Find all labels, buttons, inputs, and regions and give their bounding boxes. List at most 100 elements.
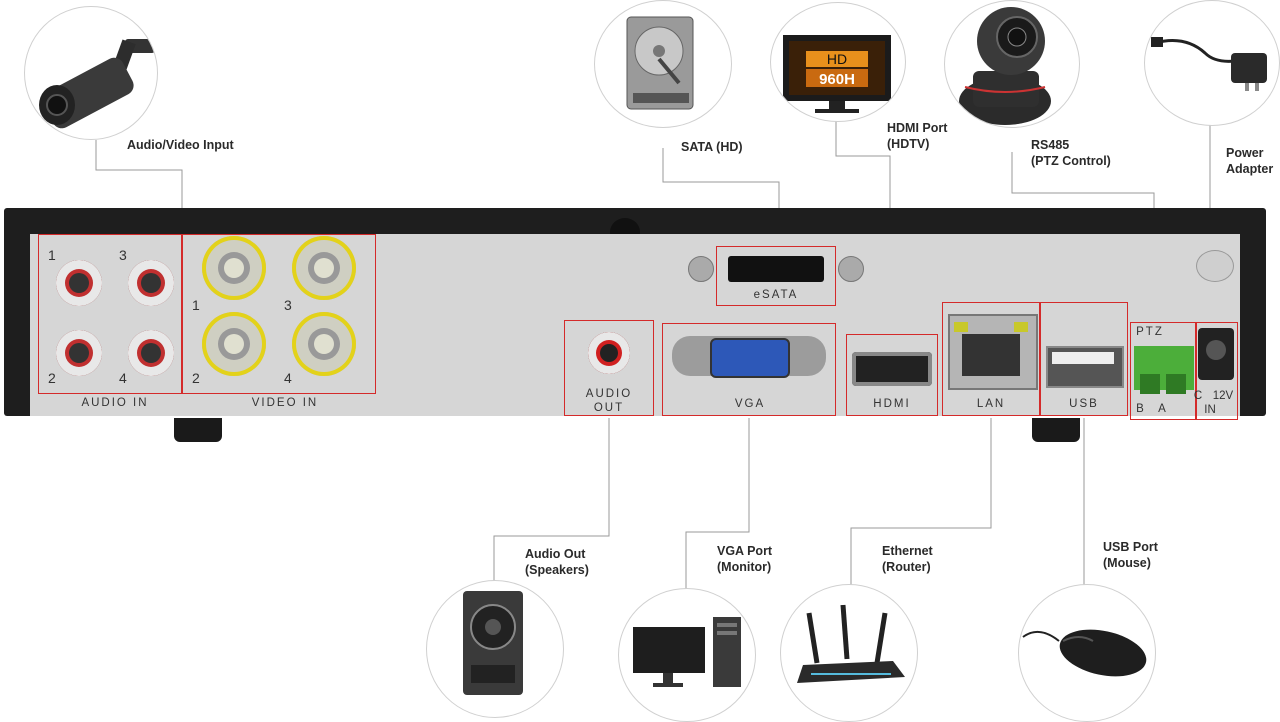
bnc-video-4 <box>292 312 356 376</box>
esata-screw-right <box>838 256 864 282</box>
vga-connector <box>710 338 790 378</box>
esata-port <box>728 256 824 282</box>
foot-right <box>1032 418 1080 442</box>
lan-label: LAN <box>976 398 1006 410</box>
dc-in-label: IN <box>1204 404 1216 416</box>
ptz-screw-b <box>1140 374 1160 394</box>
callout-ethernet-line1: Ethernet <box>882 544 933 558</box>
callout-sata: SATA (HD) <box>681 140 743 154</box>
hdtv-icon: HD 960H <box>783 35 891 113</box>
hdtv-circle: HD 960H <box>770 2 906 122</box>
video-ch-4: 4 <box>284 370 292 386</box>
camera-icon <box>39 39 155 129</box>
hdtv-text-hd: HD <box>827 51 847 67</box>
hdmi-label: HDMI <box>873 398 911 410</box>
power-adapter-circle <box>1144 0 1280 126</box>
dc-c-label: C <box>1193 390 1203 402</box>
esata-screw-left <box>688 256 714 282</box>
dc-in-box <box>1196 322 1238 420</box>
computer-monitor-icon <box>633 617 741 687</box>
audio-ch-4: 4 <box>119 370 127 386</box>
callout-hdmi-line2: (HDTV) <box>887 137 930 151</box>
callout-power-line2: Adapter <box>1226 162 1274 176</box>
callout-vga: VGA Port (Monitor) <box>717 543 772 575</box>
lan-led-left <box>954 322 968 332</box>
audio-ch-3: 3 <box>119 247 127 263</box>
bnc-video-2 <box>202 312 266 376</box>
callout-audio-out-line1: Audio Out <box>525 547 586 561</box>
speaker-icon <box>463 591 523 695</box>
lan-led-right <box>1014 322 1028 332</box>
callout-hdmi: HDMI Port (HDTV) <box>887 120 947 152</box>
rca-audio-4 <box>128 330 174 376</box>
callout-power: Power Adapter <box>1226 145 1273 177</box>
audio-out-label-1: AUDIO <box>585 388 633 400</box>
hdtv-text-960h: 960H <box>819 71 855 88</box>
dc-jack-pin <box>1206 340 1226 360</box>
esata-box <box>716 246 836 306</box>
vga-label: VGA <box>734 398 766 410</box>
callout-rs485: RS485 (PTZ Control) <box>1031 137 1111 169</box>
callout-usb: USB Port (Mouse) <box>1103 539 1158 571</box>
callout-rs485-line1: RS485 <box>1031 138 1070 152</box>
callout-rs485-line2: (PTZ Control) <box>1031 154 1111 168</box>
power-adapter-icon <box>1151 37 1267 91</box>
audio-out-label-2: OUT <box>593 402 625 414</box>
audio-ch-1: 1 <box>48 247 56 263</box>
callout-ethernet: Ethernet (Router) <box>882 543 933 575</box>
rca-audio-2 <box>56 330 102 376</box>
ptz-label: PTZ <box>1136 326 1164 338</box>
computer-circle <box>618 588 756 722</box>
ptz-screw-a <box>1166 374 1186 394</box>
ground-screw <box>1196 250 1234 282</box>
callout-usb-line2: (Mouse) <box>1103 556 1151 570</box>
router-icon <box>797 604 905 683</box>
speaker-circle <box>426 580 564 718</box>
hdmi-port <box>852 352 932 386</box>
foot-left <box>174 418 222 442</box>
audio-in-label: AUDIO IN <box>81 397 149 409</box>
callout-power-line1: Power <box>1226 146 1264 160</box>
mouse-icon <box>1022 629 1147 677</box>
callout-audio-out-line2: (Speakers) <box>525 563 589 577</box>
mouse-circle <box>1018 584 1156 722</box>
callout-ethernet-line2: (Router) <box>882 560 931 574</box>
rca-audio-3 <box>128 260 174 306</box>
rca-audio-out <box>588 332 630 374</box>
callout-av-input: Audio/Video Input <box>127 138 234 152</box>
audio-out-box <box>564 320 654 416</box>
hard-drive-circle <box>594 0 732 128</box>
callout-vga-line2: (Monitor) <box>717 560 772 574</box>
video-ch-1: 1 <box>192 297 200 313</box>
usb-tongue <box>1052 352 1114 364</box>
rca-audio-1 <box>56 260 102 306</box>
lan-socket <box>962 334 1020 376</box>
router-circle <box>780 584 918 722</box>
bnc-video-3 <box>292 236 356 300</box>
video-in-label: VIDEO IN <box>251 397 319 409</box>
hdmi-box <box>846 334 938 416</box>
video-in-box <box>182 234 376 394</box>
ptz-camera-icon <box>959 7 1051 125</box>
video-ch-2: 2 <box>192 370 200 386</box>
hard-drive-icon <box>626 16 694 110</box>
usb-box <box>1040 302 1128 416</box>
video-ch-3: 3 <box>284 297 292 313</box>
audio-in-box <box>38 234 182 394</box>
callout-vga-line1: VGA Port <box>717 544 773 558</box>
dc-12v-label: 12V <box>1212 390 1234 402</box>
bnc-video-1 <box>202 236 266 300</box>
callout-hdmi-line1: HDMI Port <box>887 121 948 135</box>
ptz-box <box>1130 322 1196 420</box>
usb-label: USB <box>1069 398 1099 410</box>
callout-usb-line1: USB Port <box>1103 540 1158 554</box>
lan-box <box>942 302 1040 416</box>
ptz-b-label: B <box>1136 403 1146 415</box>
camera-circle <box>24 6 158 140</box>
esata-label: eSATA <box>753 289 799 301</box>
ptz-a-label: A <box>1158 403 1168 415</box>
callout-audio-out: Audio Out (Speakers) <box>525 546 589 578</box>
ptz-camera-circle <box>944 0 1080 128</box>
audio-ch-2: 2 <box>48 370 56 386</box>
vga-box <box>662 323 836 416</box>
